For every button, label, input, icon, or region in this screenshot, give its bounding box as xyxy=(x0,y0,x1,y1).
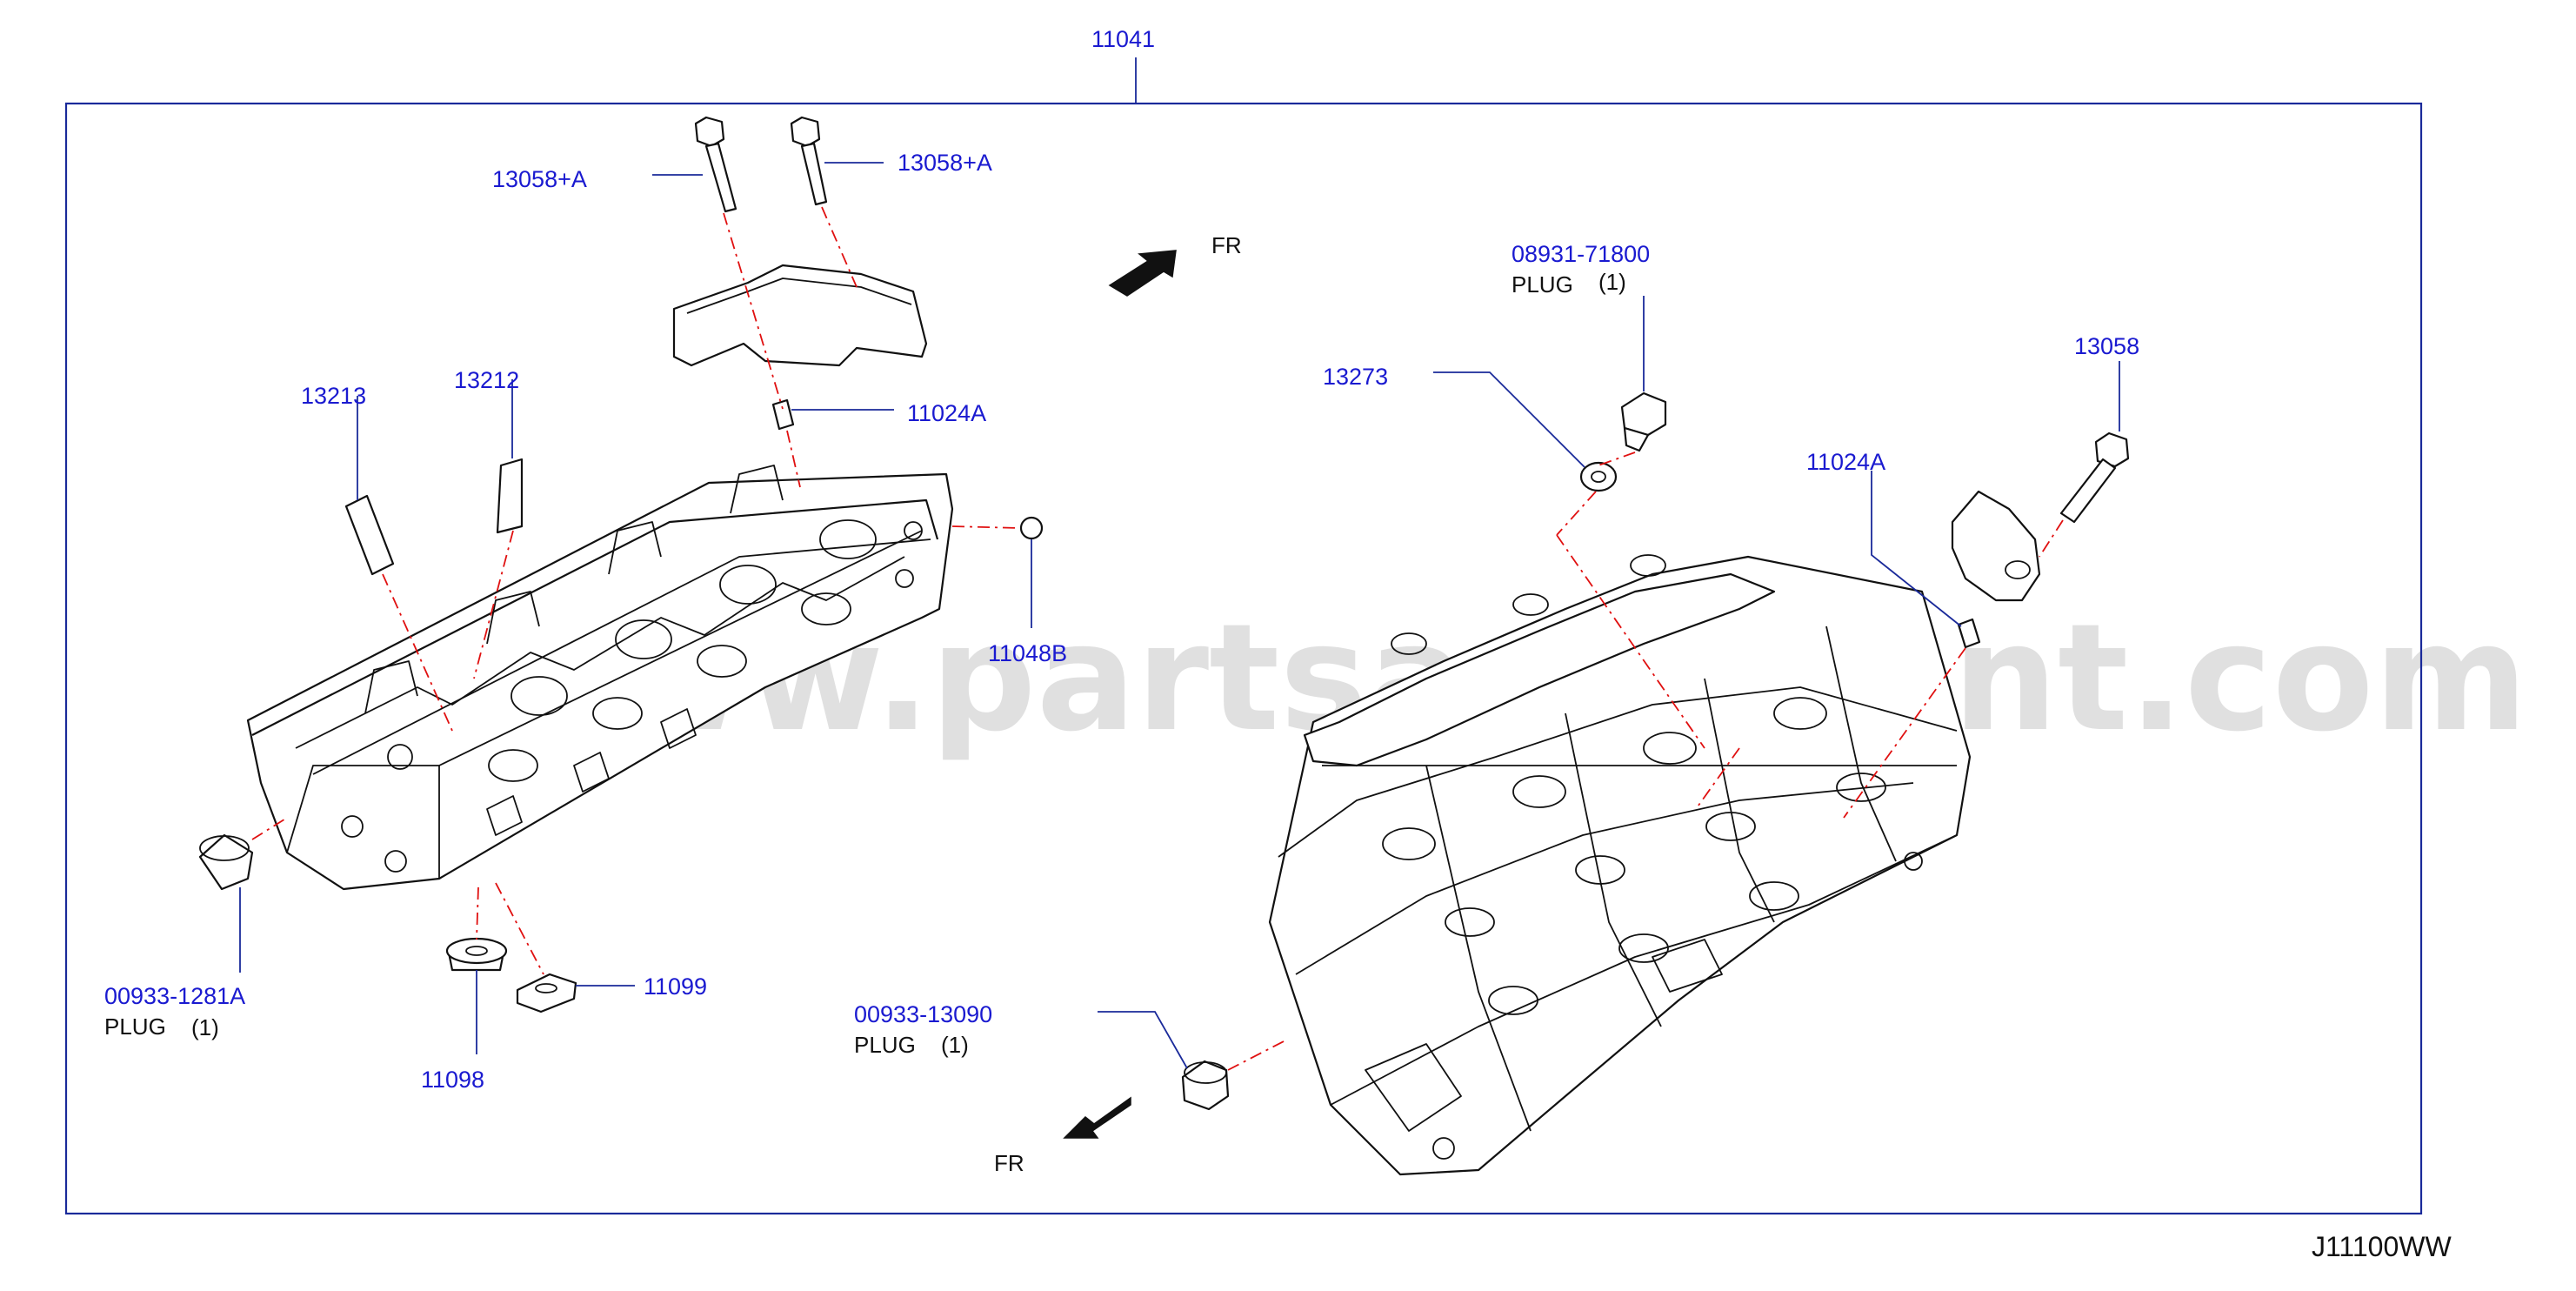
plug-right xyxy=(1181,1060,1230,1111)
part-label-08931-71800[interactable]: 08931-71800 xyxy=(1512,241,1650,267)
dowel-right xyxy=(1957,618,1981,649)
bolt-13058 xyxy=(2059,431,2130,524)
washer-13273 xyxy=(1579,461,1618,492)
fr-label-lower: FR xyxy=(994,1150,1024,1176)
part-qty-plug-left: (1) xyxy=(191,1014,219,1040)
part-label-13058[interactable]: 13058 xyxy=(2074,333,2139,359)
part-label-11098[interactable]: 11098 xyxy=(421,1067,484,1093)
camshaft-bracket xyxy=(672,264,928,367)
ball-plug xyxy=(1019,516,1044,540)
part-label-11041[interactable]: 11041 xyxy=(1091,26,1155,52)
right-cylinder-head xyxy=(1268,554,1972,1176)
part-label-11024a-right[interactable]: 11024A xyxy=(1806,449,1885,475)
bolt-left-a xyxy=(694,116,737,213)
plug-upper xyxy=(1620,391,1667,452)
seal-11099 xyxy=(516,973,577,1013)
part-qty-plug-upper: (1) xyxy=(1598,269,1626,295)
part-label-13058a-right[interactable]: 13058+A xyxy=(898,150,992,176)
part-name-plug-left: PLUG xyxy=(104,1013,166,1040)
plug-left xyxy=(198,833,254,891)
part-label-11048b[interactable]: 11048B xyxy=(988,640,1067,666)
part-label-13058a-left[interactable]: 13058+A xyxy=(492,166,587,192)
guide-13213 xyxy=(344,494,395,576)
guide-13212 xyxy=(496,458,524,534)
bolt-right-a xyxy=(790,116,828,206)
left-cylinder-head xyxy=(246,465,954,891)
part-label-13212[interactable]: 13212 xyxy=(454,367,519,393)
front-direction-arrow-lower xyxy=(1063,1096,1131,1139)
part-qty-plug-right: (1) xyxy=(941,1032,969,1058)
part-label-13213[interactable]: 13213 xyxy=(301,383,366,409)
bearing-cap-right xyxy=(1951,490,2041,602)
part-label-00933-1281a[interactable]: 00933-1281A xyxy=(104,983,245,1009)
washer-11098 xyxy=(445,937,508,972)
assembly-frame xyxy=(64,102,2423,1215)
front-direction-arrow-upper xyxy=(1108,250,1177,297)
part-label-00933-13090[interactable]: 00933-13090 xyxy=(854,1001,992,1027)
part-name-plug-right: PLUG xyxy=(854,1032,916,1058)
dowel-upper xyxy=(771,398,795,431)
diagram-code: J11100WW xyxy=(2312,1231,2452,1262)
part-label-13273[interactable]: 13273 xyxy=(1323,364,1388,390)
part-label-11099[interactable]: 11099 xyxy=(644,973,707,1000)
part-name-plug-upper: PLUG xyxy=(1512,271,1573,298)
fr-label-upper: FR xyxy=(1211,232,1242,258)
part-label-11024a-upper[interactable]: 11024A xyxy=(907,400,986,426)
